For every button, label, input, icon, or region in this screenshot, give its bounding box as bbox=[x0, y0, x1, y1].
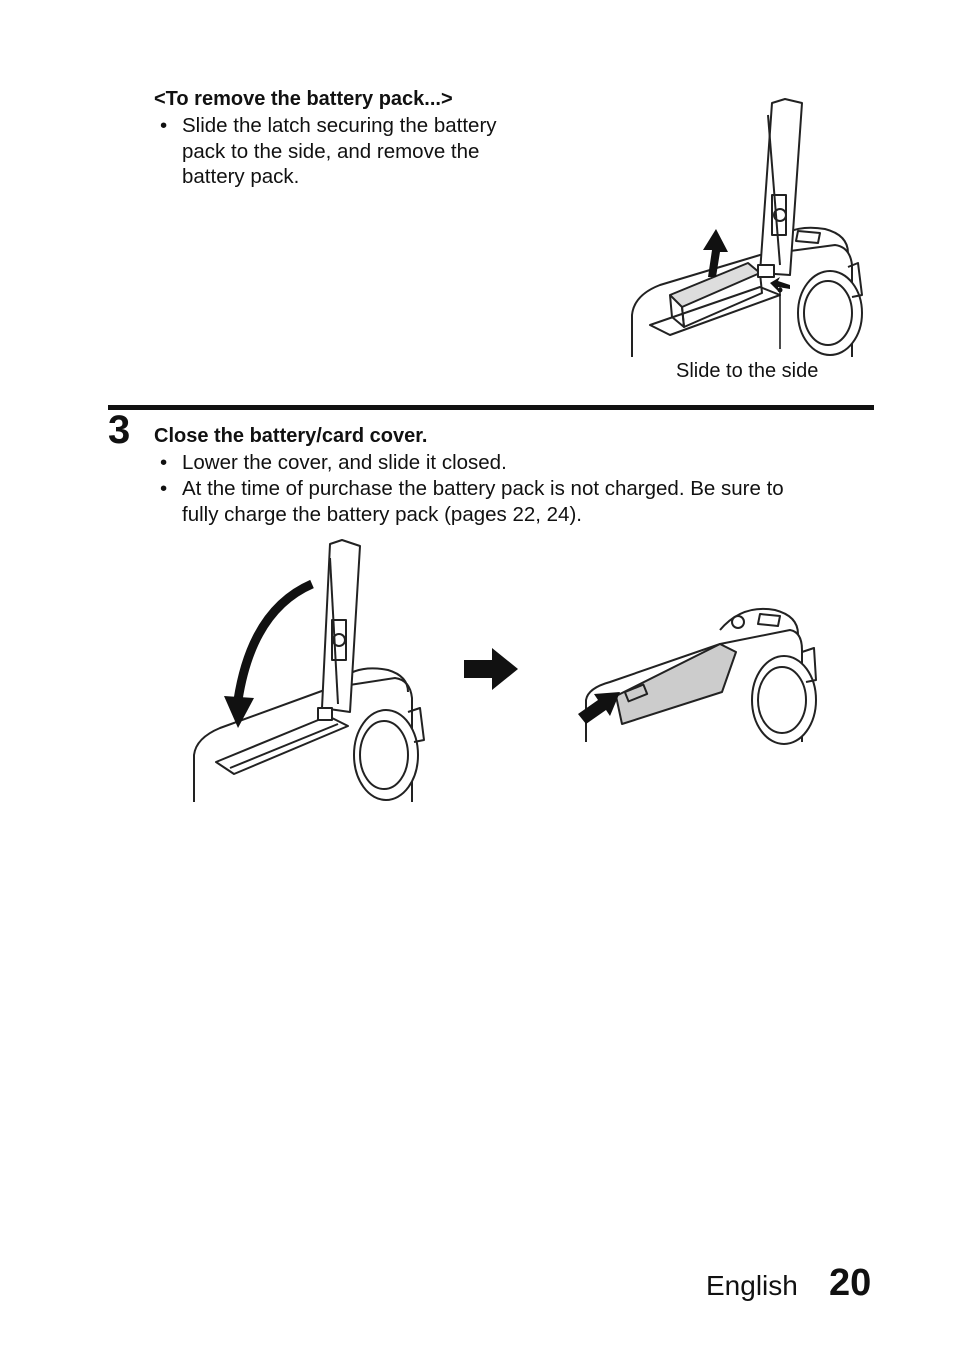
step-number: 3 bbox=[108, 408, 131, 452]
illustration-caption: Slide to the side bbox=[676, 360, 819, 382]
step-heading: Close the battery/card cover. bbox=[154, 425, 428, 447]
removal-heading: <To remove the battery pack...> bbox=[154, 88, 453, 110]
footer-language: English bbox=[706, 1270, 798, 1301]
cover-closing-illustration bbox=[578, 607, 817, 745]
cover-lowering-illustration bbox=[193, 539, 425, 802]
removal-bullet-line-1: Slide the latch securing the battery bbox=[182, 114, 497, 137]
section-divider bbox=[108, 405, 874, 410]
camera-battery-remove-illustration bbox=[631, 98, 863, 357]
bullet-dot: • bbox=[160, 451, 168, 474]
step-bullet-1-line-1: Lower the cover, and slide it closed. bbox=[182, 451, 507, 474]
bullet-dot: • bbox=[160, 114, 168, 137]
removal-bullet-line-3: battery pack. bbox=[182, 165, 300, 188]
step-bullet-2-line-1: At the time of purchase the battery pack… bbox=[182, 477, 784, 500]
right-arrow-icon bbox=[464, 648, 518, 690]
step-bullet-2: • At the time of purchase the battery pa… bbox=[160, 476, 784, 527]
page-number: 20 bbox=[829, 1262, 872, 1304]
removal-bullet: • Slide the latch securing the battery p… bbox=[160, 113, 497, 190]
bullet-dot: • bbox=[160, 477, 168, 500]
removal-bullet-line-2: pack to the side, and remove the bbox=[182, 139, 480, 163]
step-bullet-1: • Lower the cover, and slide it closed. bbox=[160, 450, 507, 476]
step-bullet-2-line-2: fully charge the battery pack (pages 22,… bbox=[182, 502, 582, 526]
